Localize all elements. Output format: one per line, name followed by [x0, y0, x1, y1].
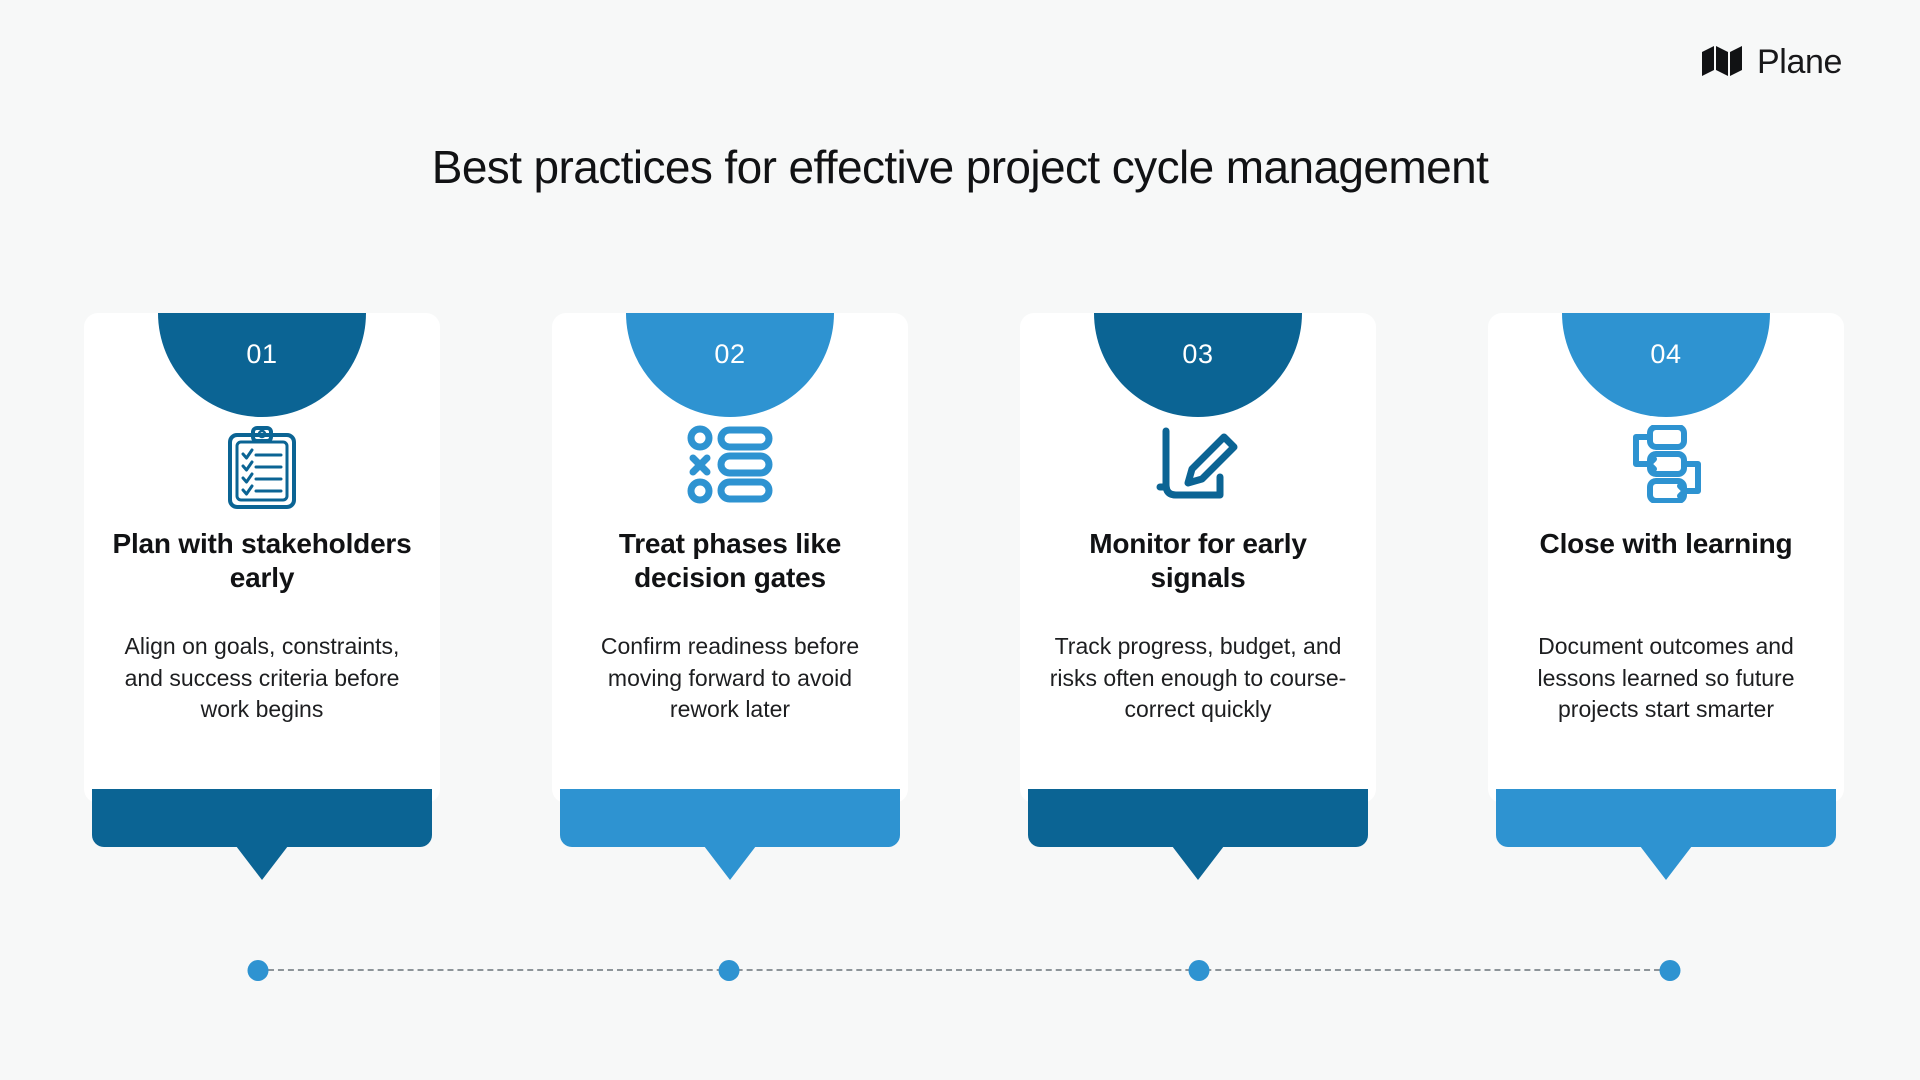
card-number-badge: 02 — [626, 313, 834, 417]
card-number-badge: 01 — [158, 313, 366, 417]
card-footer-bar — [1028, 789, 1368, 847]
card-04[interactable]: 04 Close with learning Document outcomes… — [1488, 313, 1844, 880]
card-02[interactable]: 02 Treat phases like d — [552, 313, 908, 880]
timeline — [84, 950, 1844, 990]
card-number: 02 — [714, 338, 746, 369]
card-heading: Monitor for early signals — [1089, 528, 1307, 593]
flowchart-nodes-icon — [1633, 425, 1701, 503]
card-number-badge: 03 — [1094, 313, 1302, 417]
brand-name: Plane — [1757, 43, 1842, 81]
timeline-dot-04 — [1659, 960, 1681, 981]
card-footer-bar — [1496, 789, 1836, 847]
card-01[interactable]: 01 — [84, 313, 440, 880]
card-text: Track progress, budget, and risks often … — [1049, 633, 1347, 723]
card-text: Document outcomes and lessons learned so… — [1537, 633, 1795, 723]
card-footer-bar — [92, 789, 432, 847]
clipboard-checklist-icon — [228, 426, 296, 509]
card-body: 01 — [84, 313, 440, 803]
pen-edit-document-icon — [1156, 427, 1238, 499]
card-body: 04 Close with learning Document outcomes… — [1488, 313, 1844, 803]
card-footer-bar — [560, 789, 900, 847]
card-icon-wrap — [552, 425, 908, 505]
card-body: 02 Treat phases like d — [552, 313, 908, 803]
task-list-status-icon — [687, 425, 773, 504]
card-pointer — [236, 846, 288, 880]
card-03[interactable]: 03 Monitor for early signals Track progr… — [1020, 313, 1376, 880]
timeline-dot-02 — [718, 960, 740, 981]
card-icon-wrap — [1020, 425, 1376, 509]
card-text: Align on goals, constraints, and success… — [124, 633, 400, 723]
timeline-dot-01 — [247, 960, 269, 981]
page-title: Best practices for effective project cyc… — [431, 141, 1489, 193]
card-heading: Treat phases like decision gates — [618, 528, 842, 593]
brand-logo: Plane — [1700, 44, 1842, 80]
card-body: 03 Monitor for early signals Track progr… — [1020, 313, 1376, 803]
card-heading: Close with learning — [1539, 528, 1793, 559]
card-icon-wrap — [1488, 425, 1844, 503]
card-number: 01 — [246, 338, 278, 369]
card-icon-wrap — [84, 425, 440, 513]
card-text: Confirm readiness before moving forward … — [600, 633, 860, 723]
card-pointer — [704, 846, 756, 880]
plane-logo-icon — [1702, 46, 1743, 76]
card-heading: Plan with stakeholders early — [112, 528, 412, 593]
card-number: 03 — [1182, 338, 1214, 369]
timeline-dot-03 — [1188, 960, 1210, 981]
timeline-dashed-line — [258, 969, 1670, 971]
card-pointer — [1172, 846, 1224, 880]
card-number: 04 — [1650, 338, 1682, 369]
cards-row: 01 — [84, 313, 1844, 880]
card-pointer — [1640, 846, 1692, 880]
card-number-badge: 04 — [1562, 313, 1770, 417]
